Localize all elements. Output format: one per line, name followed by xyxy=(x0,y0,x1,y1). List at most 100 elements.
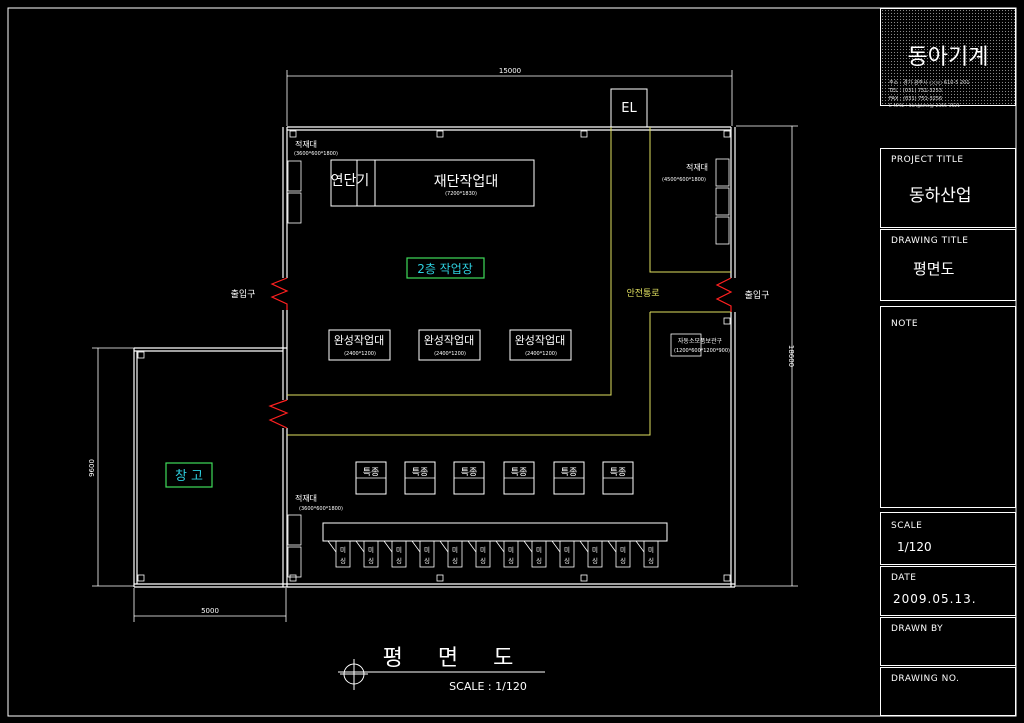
sewing-machine: 미싱 xyxy=(579,540,603,568)
company-name: 동아기계 xyxy=(907,45,989,70)
sewing-machine-label: 미 xyxy=(424,545,430,554)
company-tel: TEL : (031) 751-3253 xyxy=(889,88,942,94)
special-machine: 특종 xyxy=(453,461,485,495)
drawing-title-label: DRAWING TITLE xyxy=(891,236,969,246)
sewing-machine-label: 미 xyxy=(592,545,598,554)
special-machine-label: 특종 xyxy=(610,467,627,478)
sewing-machine-label: 미 xyxy=(480,545,486,554)
sewing-machine-label: 싱 xyxy=(340,556,346,565)
scale-cell: SCALE 1/120 xyxy=(880,512,1016,565)
sewing-machine-label: 미 xyxy=(564,545,570,554)
sewing-machine: 미싱 xyxy=(635,540,659,568)
company-fax: FAX : (031) 751-3256 xyxy=(889,96,943,102)
special-machine: 특종 xyxy=(355,461,387,495)
svg-text:(2400*1200): (2400*1200) xyxy=(344,351,376,357)
drawing-title-cell: DRAWING TITLE 평면도 xyxy=(880,229,1016,301)
sewing-machine: 미싱 xyxy=(355,540,379,568)
supply-rack xyxy=(670,333,702,357)
sewing-machine: 미싱 xyxy=(523,540,547,568)
elevator xyxy=(610,88,648,128)
sewing-machine-label: 싱 xyxy=(592,556,598,565)
warehouse-label: 창 고 xyxy=(175,469,203,484)
shelf-left-top xyxy=(287,160,302,224)
entrance-door-warehouse xyxy=(268,399,289,429)
special-machine: 특종 xyxy=(503,461,535,495)
shelf-right xyxy=(715,158,730,245)
svg-text:(2400*1200): (2400*1200) xyxy=(434,351,466,357)
safety-path-label: 안전통로 xyxy=(626,288,659,299)
dimension-top xyxy=(286,70,733,126)
sewing-machine-label: 싱 xyxy=(536,556,542,565)
finishing-table-3: 완성작업대 (2400*1200) xyxy=(509,329,572,361)
sewing-machine: 미싱 xyxy=(551,540,575,568)
sewing-machine-label: 싱 xyxy=(424,556,430,565)
special-machine: 특종 xyxy=(553,461,585,495)
company-block: 동아기계 주소 : 경기 광주시 ○○○ 610-5 201 TEL : (03… xyxy=(880,8,1016,109)
cutting-table-label: 재단작업대 xyxy=(434,174,498,190)
finishing-table-2: 완성작업대 (2400*1200) xyxy=(418,329,481,361)
plan-heading: 평 면 도 xyxy=(383,646,528,671)
sewing-machine: 미싱 xyxy=(495,540,519,568)
svg-text:완성작업대: 완성작업대 xyxy=(424,334,475,347)
cutting-table xyxy=(330,159,535,207)
entrance-left-label: 출입구 xyxy=(231,288,256,300)
drawn-by-cell: DRAWN BY xyxy=(880,617,1016,666)
sewing-machine-label: 싱 xyxy=(508,556,514,565)
special-machine-label: 특종 xyxy=(412,467,429,478)
safety-path-lines xyxy=(287,127,731,436)
sewing-machine-label: 싱 xyxy=(452,556,458,565)
sewing-machine: 미싱 xyxy=(607,540,631,568)
sewing-machine: 미싱 xyxy=(467,540,491,568)
sewing-machine-label: 싱 xyxy=(648,556,654,565)
shelf-left-bottom-size: (3600*600*1800) xyxy=(299,506,343,512)
drawing-title-value: 평면도 xyxy=(913,260,955,278)
svg-text:완성작업대: 완성작업대 xyxy=(334,334,385,347)
date-label: DATE xyxy=(891,573,917,583)
special-machine-label: 특종 xyxy=(363,467,380,478)
dimension-bottom xyxy=(133,588,287,622)
north-symbol xyxy=(340,659,368,690)
supply-rack-size: (1200*600*1200*900) xyxy=(674,348,730,354)
shelf-right-label: 적재대 xyxy=(686,162,708,172)
shelf-left-bottom xyxy=(287,514,302,578)
sewing-machine-label: 미 xyxy=(368,545,374,554)
company-email: E-MAIL : dongamc@ 2355-3521 xyxy=(889,104,961,109)
wall-columns xyxy=(137,130,731,582)
date-cell: DATE 2009.05.13. xyxy=(880,566,1016,616)
warehouse-label-box xyxy=(165,462,213,488)
sewing-machine-label: 미 xyxy=(396,545,402,554)
sewing-machine-label: 미 xyxy=(648,545,654,554)
project-title-value: 동하산업 xyxy=(909,186,972,206)
company-address: 주소 : 경기 광주시 ○○○ 610-5 201 xyxy=(889,80,970,86)
special-machine: 특종 xyxy=(602,461,634,495)
drawn-by-label: DRAWN BY xyxy=(891,624,944,634)
cutting-table-size: (7200*1830) xyxy=(445,191,477,197)
sewing-machine-label: 미 xyxy=(620,545,626,554)
sewing-machine-label: 미 xyxy=(508,545,514,554)
shelf-left-bottom-label: 적재대 xyxy=(295,493,317,503)
cutter-label: 연단기 xyxy=(331,173,370,189)
dim-bottom-label: 5000 xyxy=(201,607,219,615)
sewing-machine-label: 싱 xyxy=(564,556,570,565)
svg-text:완성작업대: 완성작업대 xyxy=(515,334,566,347)
sewing-machine-label: 싱 xyxy=(620,556,626,565)
entrance-right-label: 출입구 xyxy=(745,289,770,301)
scale-label: SCALE xyxy=(891,521,923,531)
sheet-border xyxy=(7,7,1017,717)
shelf-left-top-label: 적재대 xyxy=(295,139,317,149)
special-machine-row: 특종 특종 특종 특종 특종 특종 xyxy=(355,461,634,495)
special-machine: 특종 xyxy=(404,461,436,495)
workshop-label-box xyxy=(406,257,485,279)
sewing-table xyxy=(322,522,668,542)
sewing-machine: 미싱 xyxy=(411,540,435,568)
entrance-door-right xyxy=(715,277,733,312)
dim-right-label: 18600 xyxy=(787,345,795,367)
finishing-table-1: 완성작업대 (2400*1200) xyxy=(328,329,391,361)
sewing-machine: 미싱 xyxy=(383,540,407,568)
supply-rack-label: 자동소모품보관구 xyxy=(678,337,723,345)
drawing-no-cell: DRAWING NO. xyxy=(880,667,1016,716)
project-title-cell: PROJECT TITLE 동하산업 xyxy=(880,148,1016,228)
dimension-left xyxy=(92,347,134,587)
